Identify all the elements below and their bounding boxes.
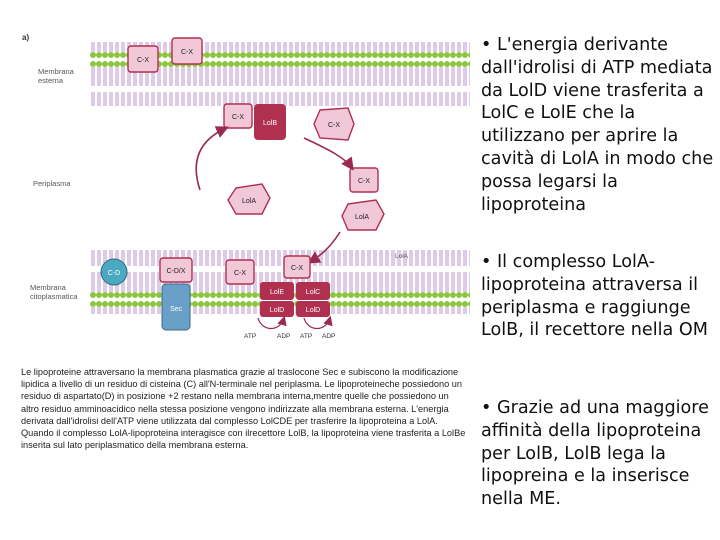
adp-label-2: ADP bbox=[322, 333, 335, 340]
lolc-protein: LolC bbox=[296, 282, 330, 300]
svg-text:C-X: C-X bbox=[328, 122, 340, 129]
inner-membrane-label-1: Membrana bbox=[30, 283, 67, 292]
svg-text:LolD: LolD bbox=[270, 307, 284, 314]
periplasm-label: Periplasma bbox=[33, 179, 71, 188]
atp-label-2: ATP bbox=[300, 333, 312, 340]
svg-text:C-X: C-X bbox=[234, 270, 246, 277]
svg-text:LolA: LolA bbox=[242, 198, 256, 205]
om-lipoprotein-2: C-X bbox=[171, 37, 203, 65]
arrow-lolb-release bbox=[303, 137, 354, 171]
svg-text:C-X: C-X bbox=[291, 265, 303, 272]
lol-pathway-figure: a) Membrana esterna Periplasma Membrana … bbox=[22, 33, 470, 340]
figure-caption: Le lipoproteine attraversano la membrana… bbox=[21, 367, 466, 451]
bullet-3: • Grazie ad una maggiore affinità della … bbox=[481, 398, 709, 510]
svg-text:Sec: Sec bbox=[170, 306, 183, 313]
atp-arrow-1 bbox=[257, 315, 287, 330]
outer-membrane-label-1: Membrana bbox=[38, 67, 75, 76]
lolb-bound-lipoprotein: C-X bbox=[223, 103, 253, 129]
svg-text:LolE: LolE bbox=[270, 289, 284, 296]
svg-text:LolB: LolB bbox=[263, 120, 277, 127]
svg-text:C-D/X: C-D/X bbox=[166, 268, 185, 275]
om-lipoprotein-1: C-X bbox=[127, 45, 159, 73]
svg-text:LolA: LolA bbox=[355, 214, 369, 221]
arrow-lolcde-to-lola bbox=[307, 231, 341, 264]
im-lipoprotein-cd: C-D bbox=[100, 258, 128, 286]
lola-label: LolA bbox=[395, 253, 409, 260]
lole-protein: LolE bbox=[260, 282, 294, 300]
released-lipoprotein: C-X bbox=[313, 107, 355, 141]
lolb-protein: LolB bbox=[254, 104, 286, 140]
im-lipoprotein-cdx: C-D/X bbox=[159, 257, 193, 283]
adp-label-1: ADP bbox=[277, 333, 290, 340]
im-lipoprotein-cx: C-X bbox=[225, 259, 255, 285]
atp-label-1: ATP bbox=[244, 333, 256, 340]
svg-text:LolC: LolC bbox=[306, 289, 320, 296]
svg-text:C-X: C-X bbox=[137, 57, 149, 64]
bullet-1: • L'energia derivante dall'idrolisi di A… bbox=[481, 35, 714, 215]
svg-text:C-X: C-X bbox=[232, 114, 244, 121]
svg-text:C-D: C-D bbox=[108, 270, 120, 277]
lolcde-bound-lipoprotein: C-X bbox=[283, 255, 311, 279]
arrow-lola-to-lolb bbox=[195, 126, 229, 191]
panel-label: a) bbox=[22, 33, 29, 42]
svg-text:LolD: LolD bbox=[306, 307, 320, 314]
lold-protein-2: LolD bbox=[296, 301, 330, 317]
atp-arrow-2 bbox=[303, 315, 333, 330]
inner-membrane-label-2: citoplasmatica bbox=[30, 292, 78, 301]
svg-text:C-X: C-X bbox=[181, 49, 193, 56]
lold-protein-1: LolD bbox=[260, 301, 294, 317]
lola-lipoprotein-complex: C-X LolA bbox=[341, 167, 385, 231]
svg-text:C-X: C-X bbox=[358, 178, 370, 185]
sec-translocon: Sec bbox=[161, 283, 191, 331]
bullet-2: • Il complesso LolA-lipoproteina attrave… bbox=[481, 252, 708, 341]
lola-protein-1: LolA bbox=[227, 183, 271, 215]
outer-membrane-label-2: esterna bbox=[38, 76, 64, 85]
